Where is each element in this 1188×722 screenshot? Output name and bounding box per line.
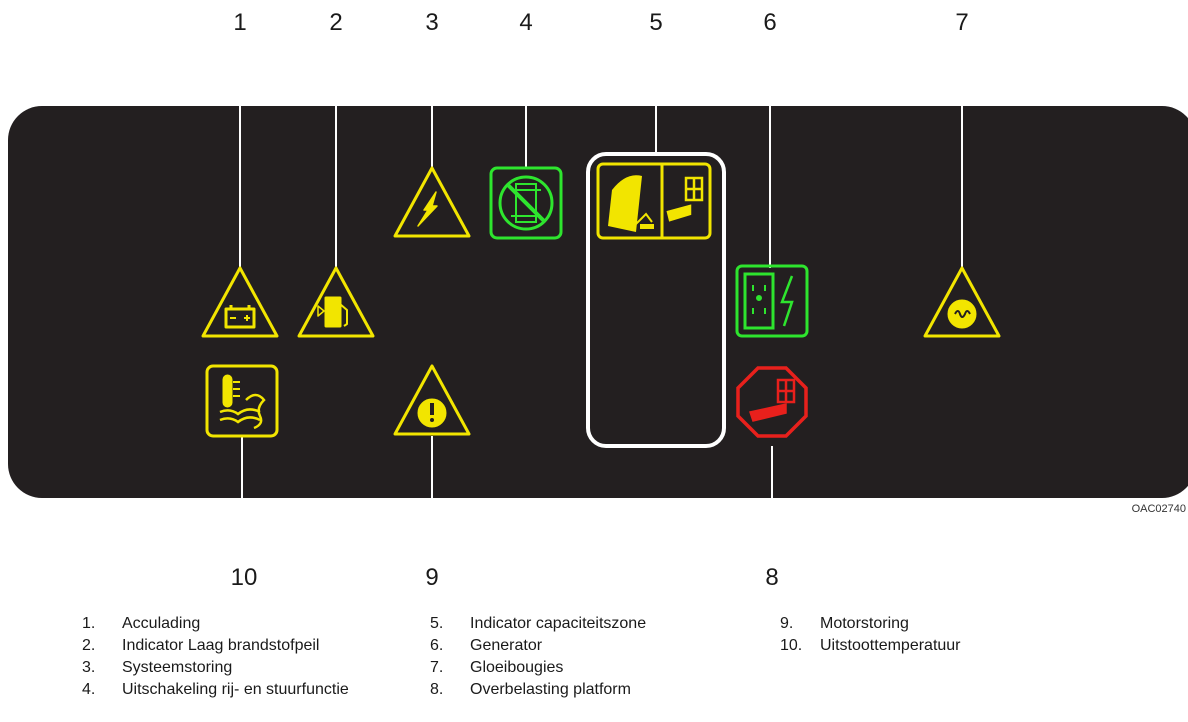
callout-7: 7	[955, 9, 968, 36]
drive-steer-disabled-icon	[489, 166, 563, 240]
indicator-panel-diagram: 1 2 3 4 5 6 7 10 9 8	[8, 9, 1188, 591]
engine-fault-icon	[393, 364, 471, 436]
callout-6: 6	[763, 9, 776, 36]
callout-8: 8	[765, 564, 778, 591]
callout-5: 5	[649, 9, 662, 36]
capacity-zone-indicator	[586, 152, 726, 448]
fuel-pump-icon	[297, 266, 375, 338]
glow-plug-icon	[923, 266, 1001, 338]
leader-lines	[239, 48, 963, 545]
callout-2: 2	[329, 9, 342, 36]
platform-overload-icon	[736, 366, 808, 438]
legend: 1.Acculading 2.Indicator Laag brandstofp…	[82, 615, 961, 698]
control-panel	[8, 106, 1188, 498]
callout-3: 3	[425, 9, 438, 36]
boom-zone-icon	[608, 175, 642, 232]
generator-icon	[735, 264, 809, 338]
callout-10: 10	[231, 564, 258, 591]
battery-warning-icon	[201, 266, 279, 338]
callout-9: 9	[425, 564, 438, 591]
figure-code: OAC02740	[1132, 503, 1186, 515]
exhaust-temperature-icon	[205, 364, 279, 438]
system-fault-icon	[393, 166, 471, 238]
callout-1: 1	[233, 9, 246, 36]
platform-load-icon	[666, 176, 704, 222]
callout-4: 4	[519, 9, 532, 36]
capacity-zone-display	[596, 162, 712, 240]
